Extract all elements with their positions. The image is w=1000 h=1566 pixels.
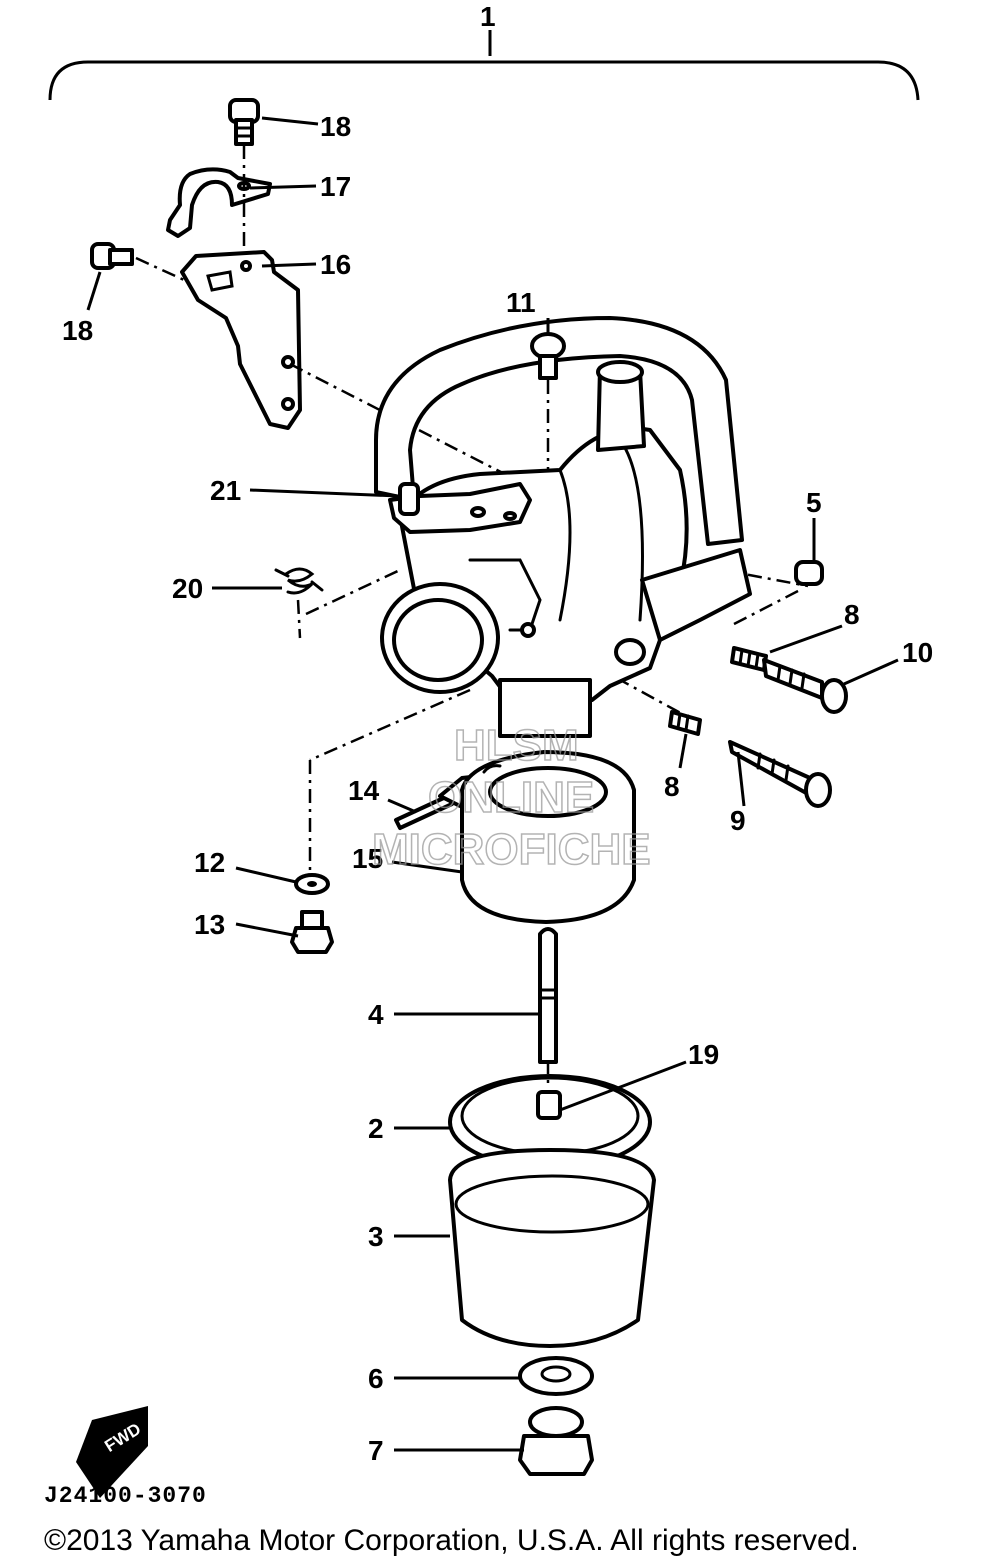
watermark-line-1: HLSM [454, 721, 579, 770]
callout-5: 5 [806, 487, 822, 518]
callout-2: 2 [368, 1113, 384, 1144]
callout-8-lower: 8 [664, 771, 680, 802]
part-11-screw [530, 332, 566, 380]
fwd-direction-icon: FWD [76, 1406, 148, 1498]
callout-17: 17 [320, 171, 351, 202]
part-17-clamp [166, 167, 272, 238]
carburetor-body [374, 316, 752, 738]
callout-leaders [86, 116, 899, 1452]
callout-12: 12 [194, 847, 225, 878]
callout-20: 20 [172, 573, 203, 604]
part-13-plug [290, 910, 334, 954]
part-8-spring-upper [730, 646, 768, 672]
part-20-spring [274, 567, 324, 595]
callout-13: 13 [194, 909, 225, 940]
part-7-drain-bolt [518, 1406, 594, 1476]
callout-8-upper: 8 [844, 599, 860, 630]
callout-numbers: 18 17 16 18 11 21 5 20 8 10 8 9 14 15 12… [62, 111, 933, 1466]
callout-21: 21 [210, 475, 241, 506]
part-3-float-bowl [448, 1148, 656, 1348]
callout-18-side: 18 [62, 315, 93, 346]
part-10-screw [762, 658, 848, 714]
part-18-bolt-upper [228, 98, 260, 146]
callout-3: 3 [368, 1221, 384, 1252]
part-4-needle [538, 927, 558, 1064]
callout-15: 15 [352, 843, 383, 874]
part-9-screw [728, 740, 832, 808]
callout-18-upper: 18 [320, 111, 351, 142]
watermark: HLSM ONLINE MICROFICHE [371, 720, 651, 875]
watermark-line-2: ONLINE [428, 773, 594, 822]
callout-10: 10 [902, 637, 933, 668]
callout-7: 7 [368, 1435, 384, 1466]
figure-code: J24100-3070 [44, 1483, 207, 1509]
callout-19: 19 [688, 1039, 719, 1070]
callout-6: 6 [368, 1363, 384, 1394]
callout-11: 11 [506, 287, 536, 318]
watermark-line-3: MICROFICHE [372, 825, 651, 874]
callout-16: 16 [320, 249, 351, 280]
copyright-notice: ©2013 Yamaha Motor Corporation, U.S.A. A… [44, 1524, 859, 1557]
part-12-washer [294, 873, 330, 895]
part-5-cap [794, 560, 824, 586]
part-18-bolt-side [90, 242, 134, 270]
callout-9: 9 [730, 805, 746, 836]
part-6-washer [518, 1356, 594, 1396]
part-8-spring-lower [668, 710, 702, 736]
callout-1: 1 [480, 1, 496, 32]
part-19-seat [536, 1090, 562, 1120]
callout-4: 4 [368, 999, 384, 1030]
part-16-bracket [180, 250, 302, 430]
assembly-bracket: 1 [48, 1, 920, 101]
part-15-float [460, 750, 636, 924]
callout-14: 14 [348, 775, 380, 806]
